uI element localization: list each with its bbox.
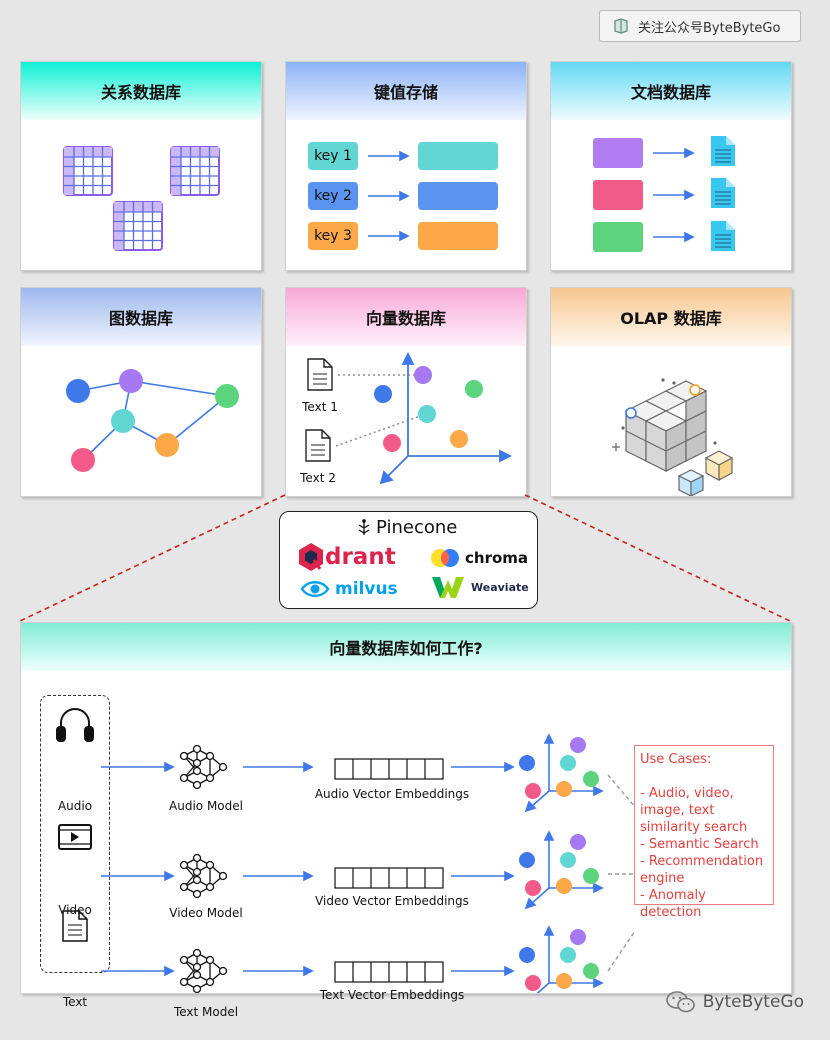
how-it-works-title: 向量数据库如何工作? xyxy=(21,623,791,671)
vector-db-logos-box: Pinecone drant chroma milvus Weaviate xyxy=(279,511,538,609)
input-label-video: Video xyxy=(58,903,92,917)
document-icon xyxy=(711,136,735,251)
weaviate-icon xyxy=(432,577,464,598)
use-case-item: - Audio, video, image, text similarity s… xyxy=(640,786,748,835)
document-db-title: 文档数据库 xyxy=(551,62,791,120)
footer-brand-text: ByteByteGo xyxy=(702,992,804,1012)
milvus-text: milvus xyxy=(335,579,398,599)
embedding-label-video: Video Vector Embeddings xyxy=(315,894,469,908)
document-db-card: 文档数据库 xyxy=(550,61,792,271)
key-2-box: key 2 xyxy=(308,182,358,210)
model-label-text: Text Model xyxy=(173,1005,239,1019)
embedding-label-audio: Audio Vector Embeddings xyxy=(314,787,470,801)
footer-brand: ByteByteGo xyxy=(665,990,804,1014)
chroma-icon xyxy=(431,549,459,567)
bytebytego-logo-icon xyxy=(614,18,628,34)
vector-space-diagram xyxy=(305,351,513,485)
chroma-text: chroma xyxy=(465,549,529,567)
olap-cube-icon xyxy=(612,378,734,497)
embedding-vector-boxes xyxy=(334,758,444,983)
use-case-item: - Recommendation engine xyxy=(640,854,764,886)
kv-arrows xyxy=(368,150,410,242)
text-document-icon xyxy=(305,358,333,462)
olap-db-card: OLAP 数据库 xyxy=(550,287,792,497)
pinecone-text: Pinecone xyxy=(376,517,458,538)
value-2-box xyxy=(418,182,498,210)
wechat-icon xyxy=(665,991,695,1013)
vector-db-title: 向量数据库 xyxy=(286,288,526,346)
text-file-icon xyxy=(62,910,88,942)
graph-diagram xyxy=(66,369,239,472)
text-2-label: Text 2 xyxy=(300,471,336,485)
pinecone-logo: Pinecone xyxy=(356,517,457,538)
follow-badge[interactable]: 关注公众号ByteByteGo xyxy=(599,10,801,42)
pipeline-diagram xyxy=(56,708,636,993)
milvus-logo: milvus xyxy=(300,578,398,600)
olap-db-title: OLAP 数据库 xyxy=(551,288,791,346)
key-1-box: key 1 xyxy=(308,142,358,170)
input-label-audio: Audio xyxy=(57,799,93,813)
weaviate-logo: Weaviate xyxy=(430,574,529,600)
document-diagram xyxy=(593,136,735,252)
input-label-text: Text xyxy=(62,995,88,1009)
use-cases-title: Use Cases: xyxy=(640,752,712,767)
graph-db-title: 图数据库 xyxy=(21,288,261,346)
qdrant-icon xyxy=(299,543,323,571)
headphones-icon xyxy=(56,708,94,742)
model-label-video: Video Model xyxy=(169,906,243,920)
model-label-audio: Audio Model xyxy=(169,799,243,813)
badge-text: 关注公众号ByteByteGo xyxy=(638,20,781,36)
text-1-label: Text 1 xyxy=(302,400,338,414)
use-case-item: - Anomaly detection xyxy=(640,888,706,920)
key-3-box: key 3 xyxy=(308,222,358,250)
use-case-item: - Semantic Search xyxy=(640,837,759,852)
milvus-icon xyxy=(300,581,330,597)
value-3-box xyxy=(418,222,498,250)
relational-db-card: 关系数据库 xyxy=(20,61,262,271)
relational-db-title: 关系数据库 xyxy=(21,62,261,120)
key-value-title: 键值存储 xyxy=(286,62,526,120)
key-value-card: 键值存储 key 1 key 2 key 3 xyxy=(285,61,527,271)
graph-db-card: 图数据库 xyxy=(20,287,262,497)
value-1-box xyxy=(418,142,498,170)
vector-db-card: 向量数据库 Text 1 T xyxy=(285,287,527,497)
weaviate-text: Weaviate xyxy=(471,580,529,594)
embedding-label-text: Text Vector Embeddings xyxy=(319,988,465,1002)
qdrant-text: drant xyxy=(325,544,396,570)
qdrant-logo: drant xyxy=(298,542,396,572)
chroma-logo: chroma xyxy=(430,548,528,568)
inputs-group-box xyxy=(40,695,110,973)
video-icon xyxy=(58,824,92,850)
pinecone-icon xyxy=(358,518,370,535)
neural-network-icon xyxy=(179,744,228,993)
use-cases-box: Use Cases: - Audio, video, image, text s… xyxy=(634,745,774,920)
